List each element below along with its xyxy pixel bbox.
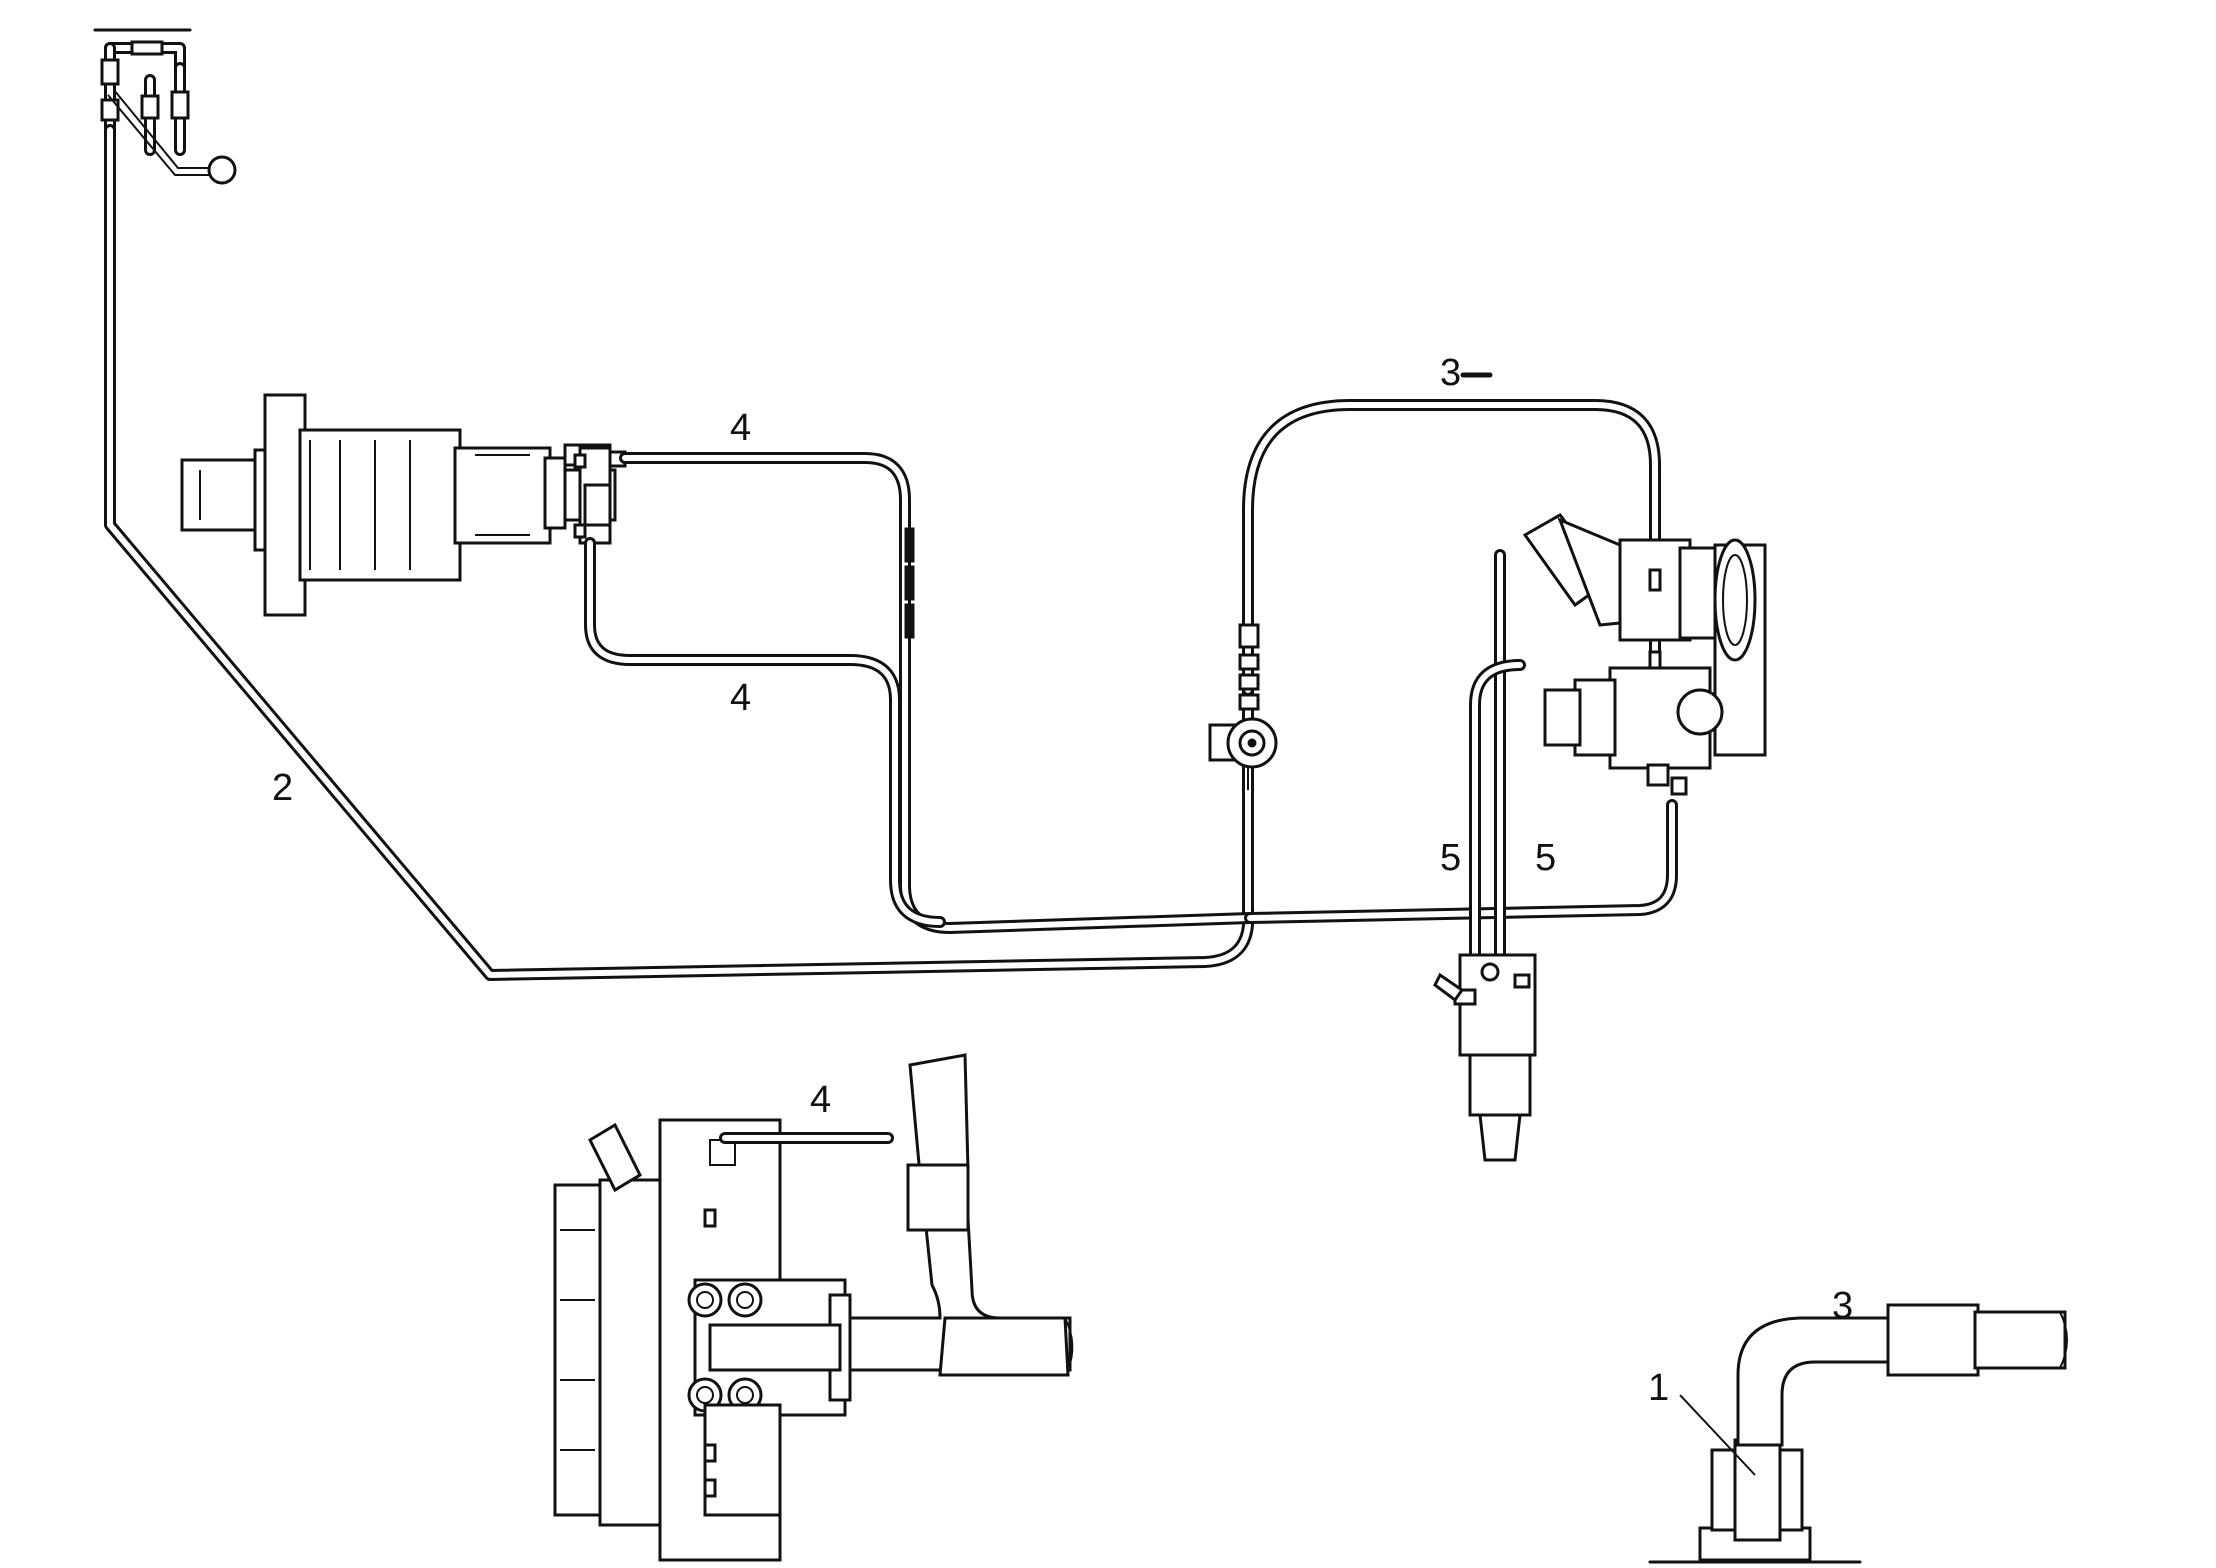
pipe-4-lower — [584, 537, 946, 928]
callout-3-elbow: 3 — [1832, 1285, 1853, 1327]
detail-view-pump — [553, 1118, 852, 1562]
hose-2 — [104, 124, 1254, 981]
callout-2: 2 — [272, 767, 293, 809]
lever-knob-icon — [207, 155, 237, 185]
lines-5 — [1469, 549, 1526, 971]
callout-4-upper: 4 — [730, 407, 751, 449]
callout-1-elbow: 1 — [1648, 1367, 1669, 1409]
pipe-3-loop — [1242, 399, 1661, 696]
bottom-cylinder — [1433, 953, 1537, 1162]
control-valve-assembly — [93, 28, 237, 185]
callout-4-lower: 4 — [730, 677, 751, 719]
left-pump — [180, 393, 617, 617]
callout-3-top: 3 — [1440, 352, 1461, 394]
center-fitting — [1208, 623, 1278, 790]
elbow-fitting-detail — [1648, 1303, 2068, 1564]
callout-4-detail: 4 — [810, 1079, 831, 1121]
right-return-line — [1244, 799, 1678, 924]
right-pump — [1522, 513, 1767, 796]
pipe-4-upper — [619, 452, 1256, 934]
left-valve-block — [573, 446, 627, 545]
callout-5b: 5 — [1535, 837, 1556, 879]
callout-5a: 5 — [1440, 837, 1461, 879]
detail-big-pipe — [848, 1053, 1074, 1377]
